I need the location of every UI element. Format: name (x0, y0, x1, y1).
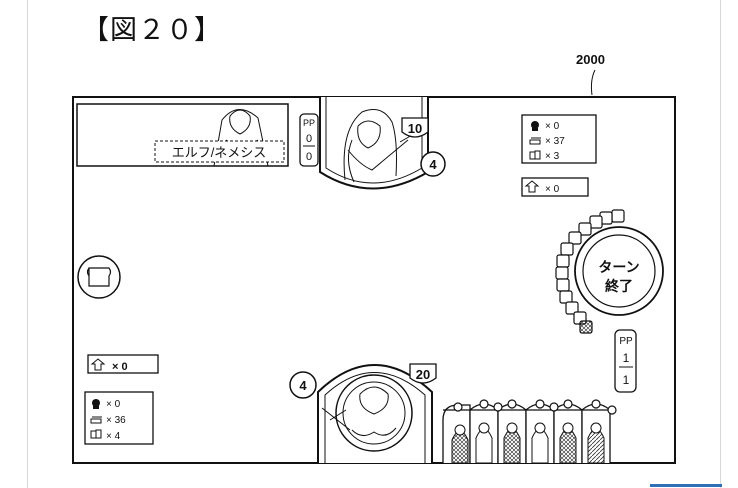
cards-icon (529, 150, 541, 160)
player-life-shield (409, 363, 437, 384)
opponent-leader-frame (319, 97, 429, 190)
play-point-active (579, 320, 593, 334)
player-graveyard: × 0 (106, 399, 121, 410)
evolve-point-icon (524, 180, 540, 193)
opponent-leader-portrait (343, 109, 415, 183)
player-pp-label: PP (619, 336, 633, 347)
evolve-point-icon (90, 358, 106, 371)
opponent-life-shield (401, 117, 429, 138)
opponent-evolve: × 0 (545, 184, 560, 195)
turn-end-line2: 終了 (605, 278, 633, 294)
player-evolve: × 0 (112, 361, 128, 373)
accent-line (650, 484, 722, 487)
figure-label: 【図２０】 (82, 15, 222, 46)
player-leader-portrait (335, 374, 413, 452)
skull-icon (531, 121, 539, 131)
player-life: 20 (416, 367, 430, 382)
opponent-pp-current: 0 (306, 133, 312, 145)
class-name: エルフ/ネメシス (172, 145, 267, 160)
opponent-pp-box (299, 113, 319, 167)
opponent-pp-label: PP (303, 118, 315, 128)
player-evolve-box (87, 354, 159, 374)
opponent-pp-max: 0 (306, 151, 312, 163)
scroll-icon[interactable] (77, 255, 121, 299)
class-name-box (154, 140, 285, 163)
opponent-deck: × 37 (545, 136, 565, 147)
card-stack-icon (529, 137, 541, 145)
card-stack-icon (90, 416, 102, 424)
opponent-life: 10 (408, 121, 422, 136)
opponent-evolve-box (521, 177, 589, 197)
opponent-hand-count-circle (420, 151, 446, 177)
page-border-right (720, 0, 721, 488)
play-point-chain (555, 209, 625, 325)
player-pp-box (614, 329, 637, 393)
player-pp-max: 1 (623, 373, 630, 387)
player-hand-count-circle (289, 371, 317, 399)
skull-icon (92, 399, 100, 409)
ref-screen: 2000 (576, 52, 605, 67)
player-hand: × 4 (106, 431, 121, 442)
opponent-hand: × 3 (545, 151, 560, 162)
page-border-left (27, 0, 28, 488)
player-deck: × 36 (106, 415, 126, 426)
turn-end-line1: ターン (598, 259, 639, 275)
opponent-graveyard: × 0 (545, 121, 560, 132)
ref-screen-leader (590, 69, 596, 96)
cards-icon (90, 429, 102, 439)
player-hand-count: 4 (299, 378, 307, 393)
opponent-hand-count: 4 (429, 157, 437, 172)
player-card-figures (451, 422, 605, 464)
player-pp-current: 1 (623, 351, 630, 365)
